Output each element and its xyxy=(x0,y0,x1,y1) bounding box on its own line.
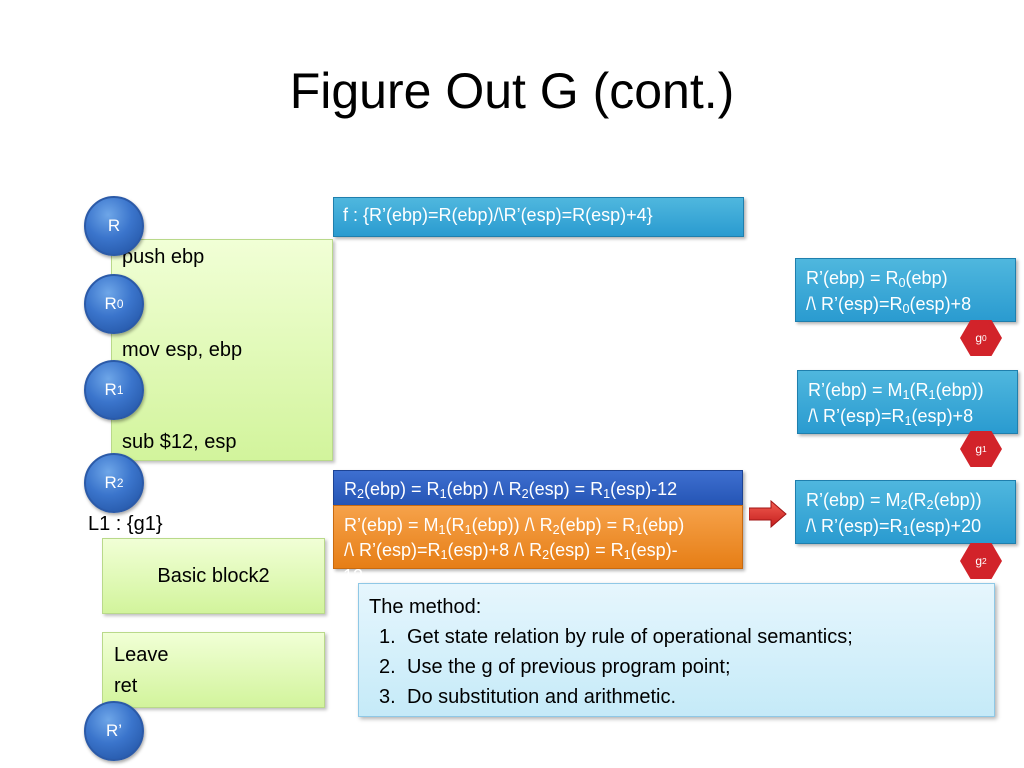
method-step-1: 1.Get state relation by rule of operatio… xyxy=(379,626,853,648)
method-heading: The method: xyxy=(369,596,482,618)
g0-relation-box: R’(ebp) = R0(ebp) /\ R’(esp)=R0(esp)+8 xyxy=(795,258,1016,322)
method-box: The method: 1.Get state relation by rule… xyxy=(358,583,995,717)
right-arrow-icon xyxy=(748,499,787,533)
method-step-3: 3.Do substitution and arithmetic. xyxy=(379,686,677,708)
code-block-2: Basic block2 xyxy=(102,538,325,614)
label-l1: L1 : {g1} xyxy=(88,513,163,535)
code-block-3: Leave ret xyxy=(102,632,325,708)
substitution-box: R’(ebp) = M1(R1(ebp)) /\ R2(ebp) = R1(eb… xyxy=(333,505,743,569)
code-line-leave: Leave xyxy=(114,644,169,666)
code-line-push-ebp: push ebp xyxy=(122,246,205,268)
method-step-2: 2.Use the g of previous program point; xyxy=(379,656,731,678)
substitution-overflow-text: 12 xyxy=(343,566,364,586)
r2-relation-box: R2(ebp) = R1(ebp) /\ R2(esp) = R1(esp)-1… xyxy=(333,470,743,506)
code-line-mov-esp-ebp: mov esp, ebp xyxy=(122,339,243,361)
code-line-ret: ret xyxy=(114,675,138,697)
state-circle-r: R xyxy=(84,196,144,256)
code-line-sub-esp: sub $12, esp xyxy=(122,431,237,453)
basic-block2-label: Basic block2 xyxy=(157,564,270,587)
f-formula-box: f : {R’(ebp)=R(ebp)/\R’(esp)=R(esp)+4} xyxy=(333,197,744,237)
g2-relation-box: R’(ebp) = M2(R2(ebp)) /\ R’(esp)=R1(esp)… xyxy=(795,480,1016,544)
g1-relation-box: R’(ebp) = M1(R1(ebp)) /\ R’(esp)=R1(esp)… xyxy=(797,370,1018,434)
slide-title: Figure Out G (cont.) xyxy=(289,63,735,119)
state-circle-rprime: R’ xyxy=(84,701,144,761)
code-block-1 xyxy=(111,239,333,461)
